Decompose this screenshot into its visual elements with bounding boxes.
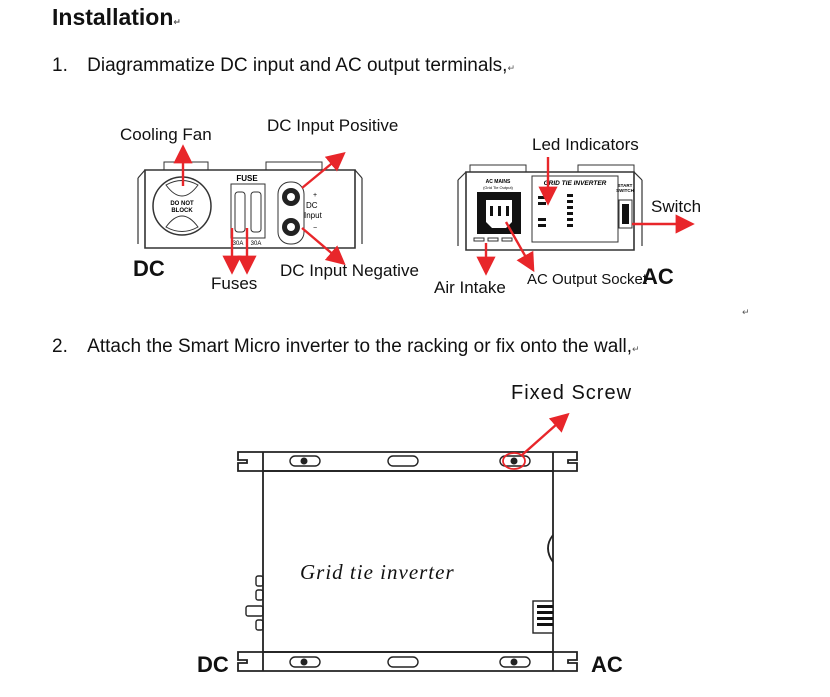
return-mark: ↵ <box>173 17 181 27</box>
step-2-number: 2. <box>52 336 68 357</box>
ac-label: AC <box>591 652 623 677</box>
inverter-body <box>262 470 554 653</box>
start-label: START <box>618 183 633 188</box>
dc-input-negative-label: DC Input Negative <box>280 261 419 280</box>
step-2-text: Attach the Smart Micro inverter to the r… <box>87 336 633 357</box>
air-intake-label: Air Intake <box>434 278 506 297</box>
return-mark: ↵ <box>507 63 515 73</box>
fuses-label: Fuses <box>211 274 258 293</box>
step-1-text: Diagrammatize DC input and AC output ter… <box>87 55 508 76</box>
do-not-label: DO NOT <box>170 201 194 207</box>
fuse-rating-1: 30A <box>233 241 244 247</box>
cooling-fan-label: Cooling Fan <box>120 125 212 144</box>
plus-sign: + <box>313 192 317 199</box>
dc-input-label-2: Input <box>304 211 323 220</box>
return-mark: ↵ <box>742 307 750 317</box>
block-label: BLOCK <box>171 208 193 214</box>
dc-input-label-1: DC <box>306 201 318 210</box>
step-1-number: 1. <box>52 55 68 76</box>
ac-output-connector-icon <box>532 600 554 634</box>
ac-mains-sub-label: (Grid Tie Output) <box>483 185 513 190</box>
mounting-slots <box>289 455 531 668</box>
switch-label: Switch <box>651 197 702 216</box>
step-2: 2. Attach the Smart Micro inverter to th… <box>52 336 640 358</box>
grid-tie-inverter-panel-label: GRID TIE INVERTER <box>544 180 607 187</box>
dc-input-positive-label: DC Input Positive <box>267 116 399 135</box>
dc-panel: DO NOT BLOCK FUSE 30A 30A + DC Input − <box>137 161 363 249</box>
device-label: Grid tie inverter <box>300 560 455 584</box>
fuses-icon: FUSE 30A 30A <box>230 174 266 247</box>
air-intake-icon <box>473 237 513 242</box>
ac-mains-label: AC MAINS <box>486 179 511 185</box>
fixed-screw-highlight <box>502 452 526 470</box>
step-1: 1. Diagrammatize DC input and AC output … <box>52 55 515 77</box>
mounting-bracket <box>237 451 578 672</box>
dc-connectors-icon <box>245 575 264 631</box>
screw-icon <box>300 457 518 666</box>
page-title-text: Installation <box>52 4 174 30</box>
fuse-label: FUSE <box>236 174 258 183</box>
dc-label: DC <box>197 652 229 677</box>
return-mark: ↵ <box>632 344 640 354</box>
dc-side-label: DC <box>133 256 165 281</box>
switch-icon <box>618 199 633 229</box>
ac-socket-icon <box>477 192 521 234</box>
page-title: Installation↵ <box>52 4 181 31</box>
minus-sign: − <box>313 225 317 232</box>
fixed-screw-label: Fixed Screw <box>511 382 633 404</box>
switch-panel-label: SWITCH <box>616 188 634 193</box>
ac-side-label: AC <box>642 264 674 289</box>
led-indicators-label: Led Indicators <box>532 135 639 154</box>
ac-panel: AC MAINS (Grid Tie Output) GRID TIE INVE… <box>457 164 643 251</box>
dc-terminals-icon: + DC Input − <box>277 181 323 245</box>
fuse-rating-2: 30A <box>251 241 262 247</box>
ac-output-socket-label: AC Output Socket <box>527 271 648 288</box>
